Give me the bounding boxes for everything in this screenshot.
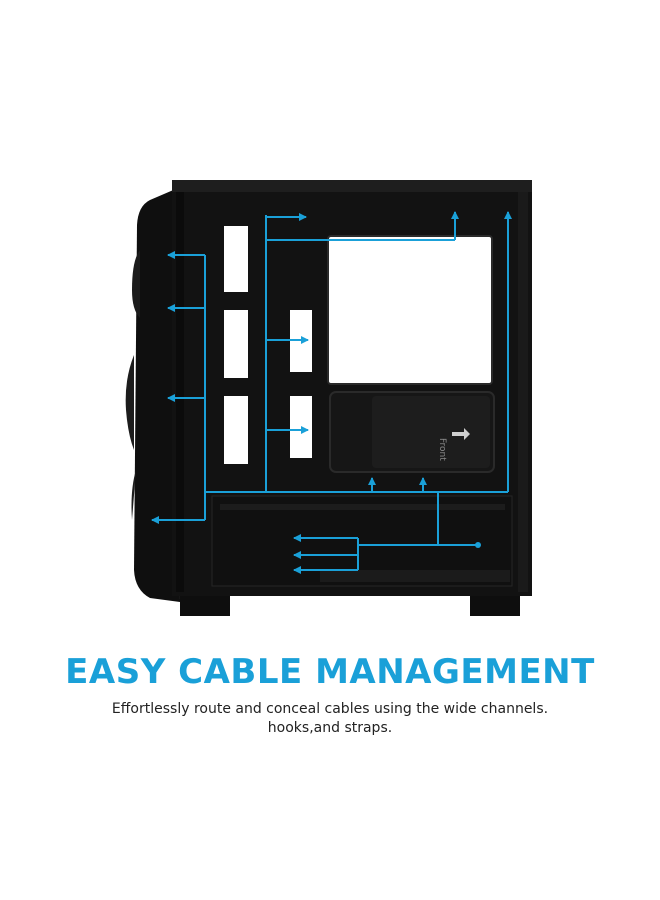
arrow-right-icon <box>452 428 470 440</box>
psu-direction-label: Front <box>437 438 447 461</box>
psu-shroud <box>211 495 513 587</box>
cable-routing-arrows <box>151 211 512 574</box>
headline: EASY CABLE MANAGEMENT <box>65 652 595 692</box>
pc-case-rear-view-illustration: Front <box>125 180 532 616</box>
subtitle-line-2: hooks,and straps. <box>267 720 393 736</box>
subtitle-line-1: Effortlessly route and conceal cables us… <box>111 701 549 717</box>
subtitle: Effortlessly route and conceal cables us… <box>0 700 660 738</box>
cable-origin-dot <box>475 542 481 548</box>
grommet-cutouts-left <box>224 226 248 464</box>
front-panel <box>125 188 180 602</box>
motherboard-tray-cutout <box>327 235 493 385</box>
drive-bay-panel: Front <box>329 391 495 473</box>
